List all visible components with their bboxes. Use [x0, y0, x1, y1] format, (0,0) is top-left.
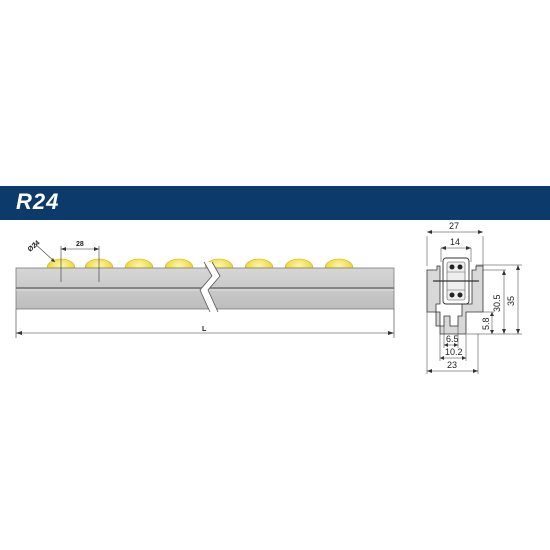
title-banner: R24: [0, 186, 550, 220]
diameter-callout: Ø24: [27, 240, 56, 263]
product-title: R24: [16, 189, 60, 214]
dim-30-5: 30.5: [483, 269, 506, 334]
dim-23: 23: [426, 312, 479, 374]
diameter-label: Ø24: [27, 240, 42, 254]
dim-14-label: 14: [450, 237, 460, 247]
dim-35-label: 35: [506, 296, 516, 306]
pitch-dimension: 28: [60, 241, 100, 282]
profile-outline: [426, 265, 484, 335]
dim-10-2-label: 10.2: [445, 347, 463, 357]
dim-35: 35: [467, 264, 522, 335]
dim-6-5-label: 6.5: [446, 334, 459, 344]
side-view: 28 Ø24 L: [15, 240, 395, 338]
dim-5-8: 5.8: [481, 311, 494, 334]
dim-14: 14: [440, 237, 472, 262]
length-label: L: [202, 326, 207, 333]
length-dimension: L: [15, 309, 395, 338]
dim-23-label: 23: [447, 360, 457, 370]
dim-5-8-label: 5.8: [481, 317, 491, 330]
section-view: 27 14 35 30.5 5.8: [426, 221, 522, 374]
dim-27: 27: [426, 221, 484, 266]
dim-30-5-label: 30.5: [492, 294, 502, 312]
section-roller: [433, 257, 479, 305]
dim-6-5: 6.5: [443, 326, 459, 348]
pitch-label: 28: [76, 241, 84, 248]
dim-27-label: 27: [449, 221, 459, 231]
break-symbol: [199, 261, 221, 313]
dim-10-2: 10.2: [439, 334, 467, 361]
